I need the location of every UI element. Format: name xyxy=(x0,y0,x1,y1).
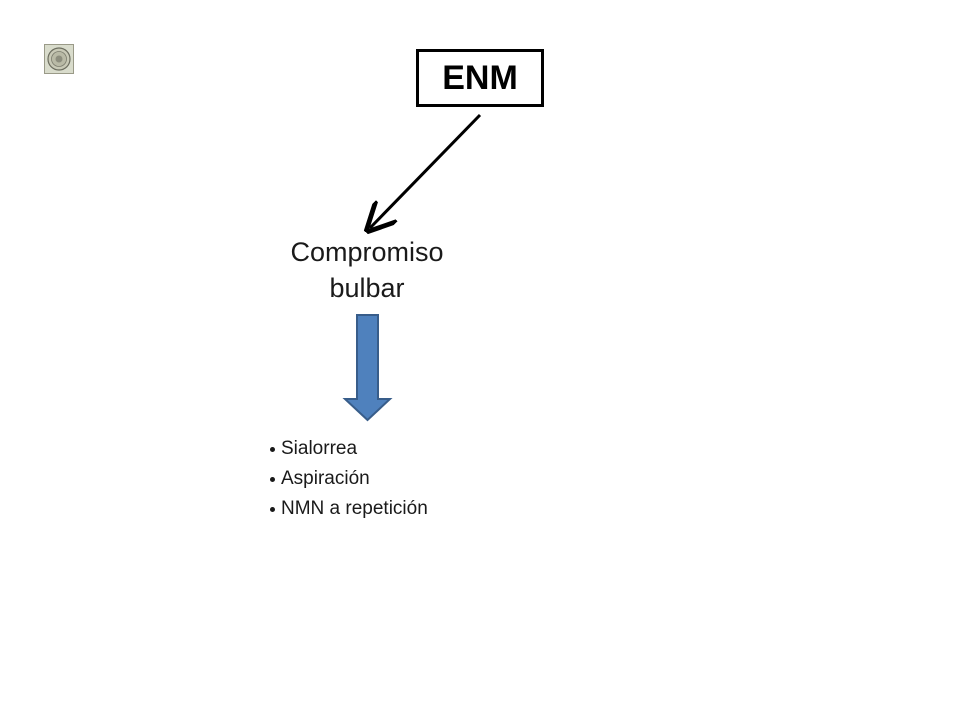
concept-line-2: bulbar xyxy=(329,273,405,303)
concept-label: Compromiso bulbar xyxy=(262,234,472,306)
seal-icon xyxy=(44,44,74,74)
diagram-title: ENM xyxy=(416,49,544,107)
symptom-text: NMN a repetición xyxy=(281,498,428,519)
list-item: NMN a repetición xyxy=(270,494,428,524)
symptom-text: Sialorrea xyxy=(281,438,358,459)
symptom-list: Sialorrea Aspiración NMN a repetición xyxy=(270,434,428,524)
bullet-icon xyxy=(270,506,275,512)
bullet-icon xyxy=(270,476,275,482)
bullet-icon xyxy=(270,446,275,452)
symptom-text: Aspiración xyxy=(281,468,370,489)
concept-line-1: Compromiso xyxy=(290,237,444,267)
list-item: Sialorrea xyxy=(270,434,428,464)
list-item: Aspiración xyxy=(270,464,428,494)
block-arrow-down-icon xyxy=(342,314,393,422)
connector-arrow xyxy=(370,113,482,228)
